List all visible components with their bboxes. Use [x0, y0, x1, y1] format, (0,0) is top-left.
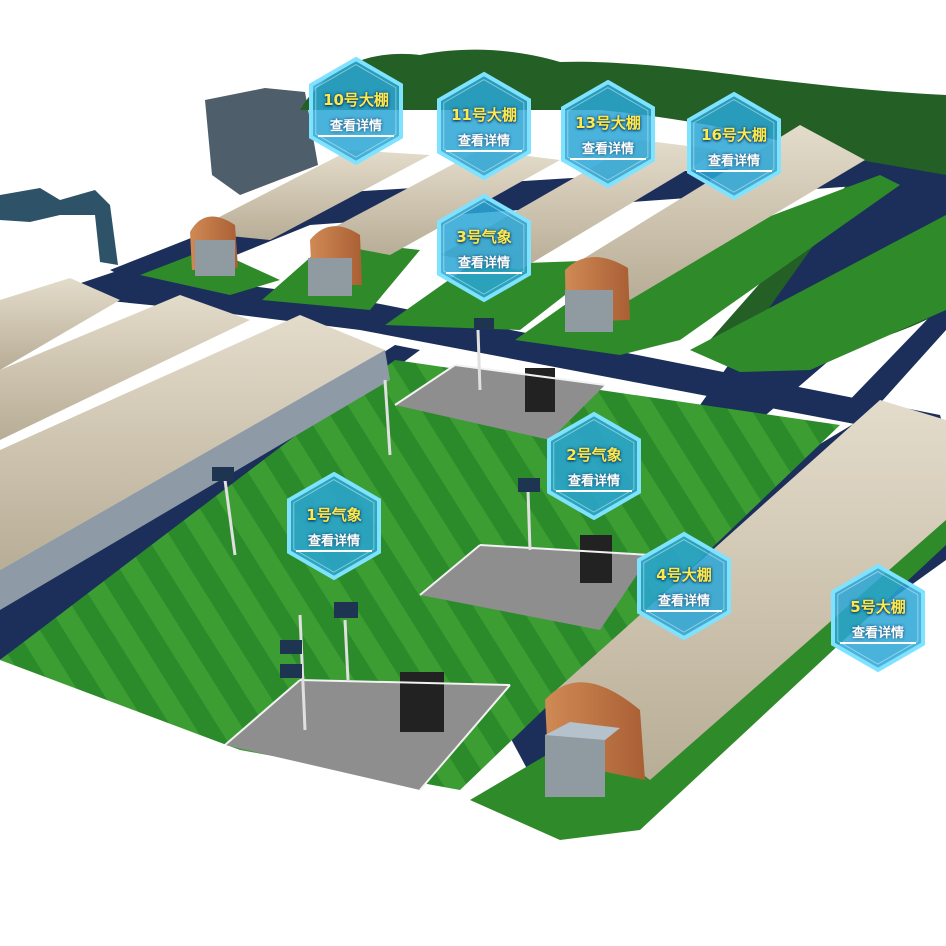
view-details-link[interactable]: 查看详情 [840, 622, 916, 644]
marker-title: 3号气象 [456, 228, 512, 246]
marker-greenhouse-4[interactable]: 4号大棚查看详情 [628, 530, 740, 642]
marker-title: 16号大棚 [701, 126, 767, 144]
greenhouses-left [0, 278, 390, 610]
hex-badge-icon [561, 79, 655, 189]
marker-greenhouse-10[interactable]: 10号大棚查看详情 [300, 55, 412, 167]
view-details-link[interactable]: 查看详情 [570, 138, 646, 160]
marker-weather-3[interactable]: 3号气象查看详情 [428, 192, 540, 304]
hex-badge-icon [831, 563, 925, 673]
marker-greenhouse-13[interactable]: 13号大棚查看详情 [552, 78, 664, 190]
greenhouse-front-right [545, 400, 946, 797]
marker-title: 1号气象 [306, 506, 362, 524]
hex-badge-icon [687, 91, 781, 201]
view-details-link[interactable]: 查看详情 [696, 150, 772, 172]
view-details-link[interactable]: 查看详情 [318, 115, 394, 137]
marker-greenhouse-11[interactable]: 11号大棚查看详情 [428, 70, 540, 182]
view-details-link[interactable]: 查看详情 [446, 130, 522, 152]
view-details-link[interactable]: 查看详情 [446, 252, 522, 274]
hex-badge-icon [547, 411, 641, 521]
view-details-link[interactable]: 查看详情 [646, 590, 722, 612]
marker-weather-2[interactable]: 2号气象查看详情 [538, 410, 650, 522]
marker-greenhouse-16[interactable]: 16号大棚查看详情 [678, 90, 790, 202]
marker-title: 10号大棚 [323, 91, 389, 109]
marker-title: 5号大棚 [850, 598, 906, 616]
marker-title: 2号气象 [566, 446, 622, 464]
marker-title: 4号大棚 [656, 566, 712, 584]
hex-badge-icon [309, 56, 403, 166]
background [0, 88, 318, 265]
hex-badge-icon [287, 471, 381, 581]
marker-title: 11号大棚 [451, 106, 517, 124]
hex-badge-icon [637, 531, 731, 641]
view-details-link[interactable]: 查看详情 [556, 470, 632, 492]
weather-stations [212, 318, 651, 791]
view-details-link[interactable]: 查看详情 [296, 530, 372, 552]
marker-title: 13号大棚 [575, 114, 641, 132]
marker-weather-1[interactable]: 1号气象查看详情 [278, 470, 390, 582]
hex-badge-icon [437, 71, 531, 181]
marker-greenhouse-5[interactable]: 5号大棚查看详情 [822, 562, 934, 674]
hex-badge-icon [437, 193, 531, 303]
